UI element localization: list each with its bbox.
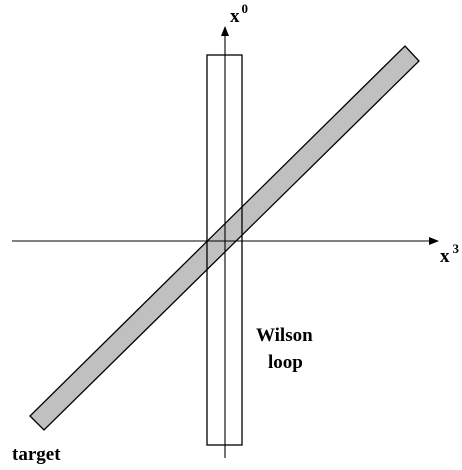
target-label: target [12, 444, 61, 465]
wilson-loop-label-line2: loop [268, 352, 303, 373]
x3-axis-name: x [440, 246, 450, 267]
wilson-loop-rectangle [206, 54, 243, 446]
x0-axis-name: x [230, 6, 240, 27]
x0-axis-superscript: 0 [242, 1, 249, 16]
x3-axis-superscript: 3 [453, 241, 460, 256]
wilson-loop-label-line1: Wilson [256, 325, 313, 346]
